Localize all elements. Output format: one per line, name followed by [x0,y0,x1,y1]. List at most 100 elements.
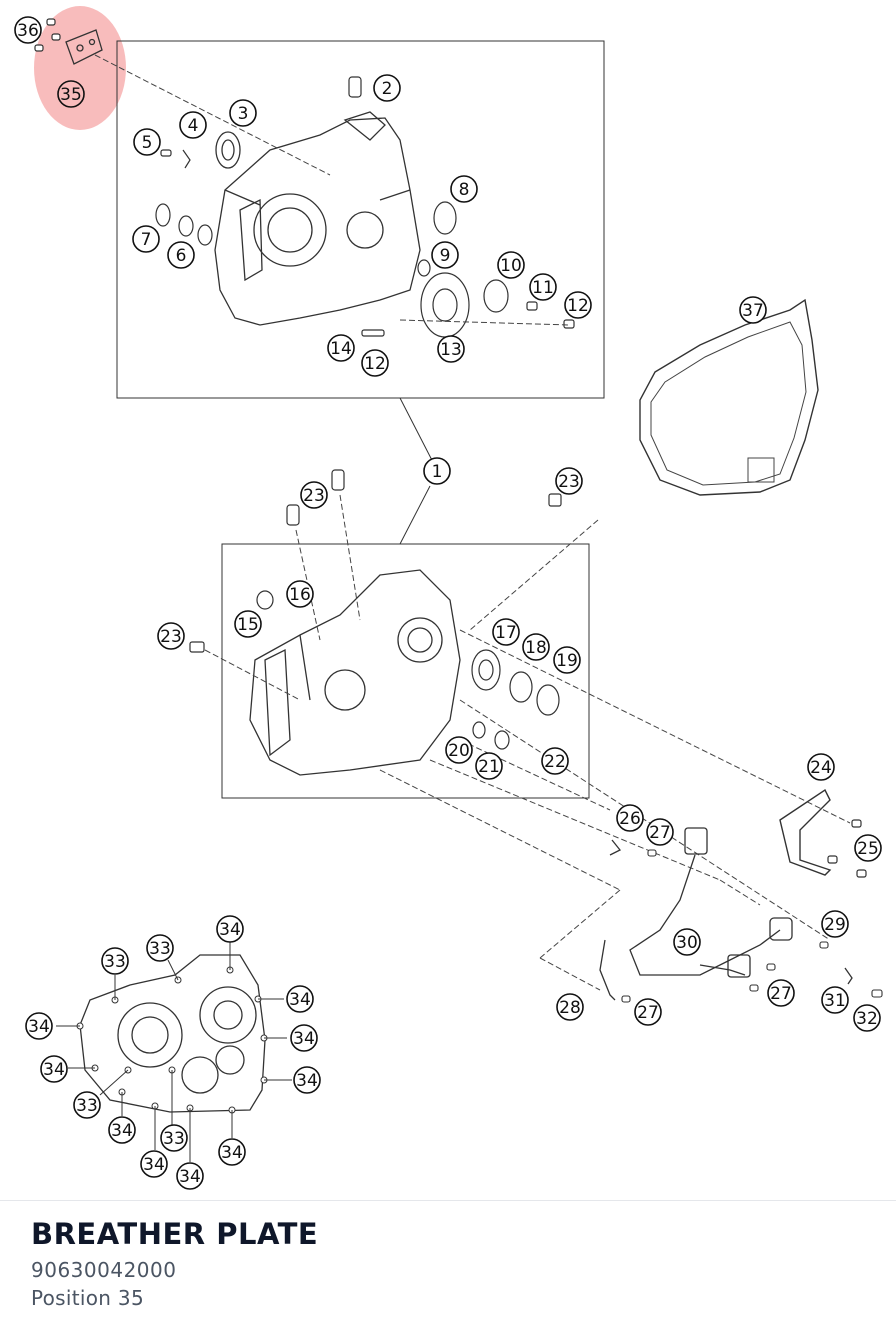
callout-27[interactable]: 27 [646,818,674,846]
callout-7[interactable]: 7 [132,225,160,253]
callout-33[interactable]: 33 [73,1091,101,1119]
guard-part-24[interactable] [779,788,832,876]
callout-circle [673,928,701,956]
callout-23[interactable]: 23 [300,481,328,509]
callout-24[interactable]: 24 [807,753,835,781]
gasket-part-37[interactable] [639,298,819,496]
callout-28[interactable]: 28 [556,993,584,1021]
callout-number: 30 [676,933,698,953]
callout-number: 34 [28,1017,50,1037]
callout-30[interactable]: 30 [673,928,701,956]
callout-number: 11 [532,278,554,298]
callout-20[interactable]: 20 [445,736,473,764]
crankcase-half-lower[interactable] [249,569,461,776]
callout-29[interactable]: 29 [821,910,849,938]
callout-21[interactable]: 21 [475,752,503,780]
callout-2[interactable]: 2 [373,74,401,102]
callout-circle [497,251,525,279]
callout-9[interactable]: 9 [431,241,459,269]
callout-13[interactable]: 13 [437,335,465,363]
lower-small-parts[interactable] [189,469,562,750]
callout-8[interactable]: 8 [450,175,478,203]
callout-1[interactable]: 1 [423,457,451,485]
small-parts-upper[interactable] [155,149,575,338]
callout-34[interactable]: 34 [176,1162,204,1190]
callout-35[interactable]: 35 [57,80,85,108]
upper-crankcase-frame [116,40,605,399]
bearing-part-3[interactable] [215,131,241,169]
breather-plate-part[interactable] [65,29,103,65]
callout-36[interactable]: 36 [14,16,42,44]
callout-number: 21 [478,757,500,777]
callout-34[interactable]: 34 [25,1012,53,1040]
callout-34[interactable]: 34 [216,915,244,943]
callout-23[interactable]: 23 [157,622,185,650]
callout-18[interactable]: 18 [522,633,550,661]
callout-number: 15 [237,615,259,635]
callout-number: 34 [289,990,311,1010]
callout-16[interactable]: 16 [286,580,314,608]
callout-27[interactable]: 27 [767,979,795,1007]
crankcase-bolt-inset [79,954,266,1113]
callout-34[interactable]: 34 [290,1024,318,1052]
callout-17[interactable]: 17 [492,618,520,646]
callout-number: 31 [824,991,846,1011]
callout-circle [286,985,314,1013]
callout-31[interactable]: 31 [821,986,849,1014]
callout-number: 20 [448,741,470,761]
callout-circle [541,747,569,775]
callout-32[interactable]: 32 [853,1004,881,1032]
callout-number: 34 [293,1029,315,1049]
callout-12[interactable]: 12 [564,291,592,319]
callout-number: 34 [111,1121,133,1141]
callout-26[interactable]: 26 [616,804,644,832]
callout-number: 27 [637,1003,659,1023]
callout-34[interactable]: 34 [286,985,314,1013]
screw-part-36[interactable] [34,18,61,52]
callout-circle [234,610,262,638]
callout-number: 2 [382,79,393,99]
callout-33[interactable]: 33 [146,934,174,962]
callout-19[interactable]: 19 [553,646,581,674]
callout-25[interactable]: 25 [854,834,882,862]
callout-circle [739,296,767,324]
callout-34[interactable]: 34 [40,1055,68,1083]
callout-15[interactable]: 15 [234,610,262,638]
crankcase-half-upper[interactable] [214,111,421,326]
callout-34[interactable]: 34 [218,1138,246,1166]
callout-number: 25 [857,839,879,859]
callout-circle [522,633,550,661]
part-info-panel: BREATHER PLATE 90630042000 Position 35 [0,1200,896,1336]
callout-22[interactable]: 22 [541,747,569,775]
callout-12[interactable]: 12 [361,349,389,377]
callout-number: 34 [143,1155,165,1175]
callout-33[interactable]: 33 [160,1124,188,1152]
callout-number: 23 [303,486,325,506]
callout-number: 9 [440,246,451,266]
callout-11[interactable]: 11 [529,273,557,301]
callout-6[interactable]: 6 [167,241,195,269]
callout-14[interactable]: 14 [327,334,355,362]
callout-circle [821,910,849,938]
cable-sensor-part-30[interactable] [599,827,853,1001]
callout-5[interactable]: 5 [133,128,161,156]
callout-23[interactable]: 23 [555,467,583,495]
callout-27[interactable]: 27 [634,998,662,1026]
callout-circle [176,1162,204,1190]
callout-circle [25,1012,53,1040]
callout-34[interactable]: 34 [108,1116,136,1144]
callout-37[interactable]: 37 [739,296,767,324]
callout-34[interactable]: 34 [293,1066,321,1094]
callout-4[interactable]: 4 [179,111,207,139]
callout-number: 17 [495,623,517,643]
callout-3[interactable]: 3 [229,99,257,127]
pin-part-2[interactable] [348,76,362,98]
callout-number: 3 [238,104,249,124]
callout-33[interactable]: 33 [101,947,129,975]
callout-10[interactable]: 10 [497,251,525,279]
callout-number: 16 [289,585,311,605]
callout-34[interactable]: 34 [140,1150,168,1178]
callout-number: 34 [43,1060,65,1080]
callout-number: 18 [525,638,547,658]
callout-number: 33 [149,939,171,959]
